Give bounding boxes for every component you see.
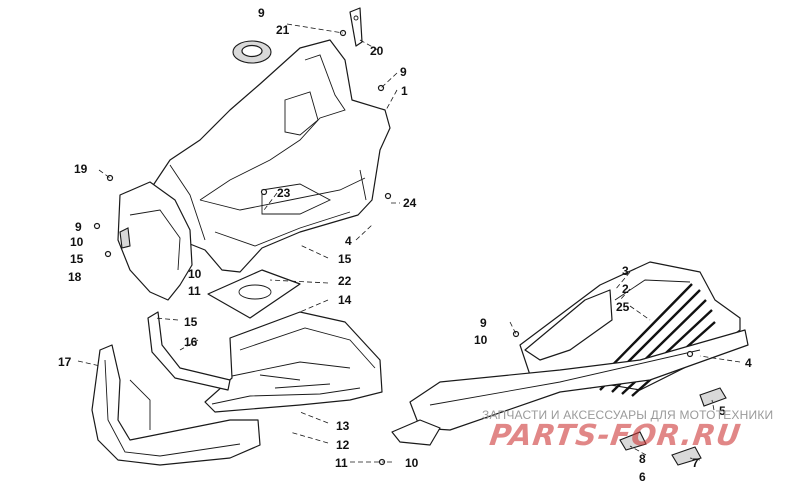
callout-22: 22 [338,274,352,288]
callout-15: 15 [184,315,198,329]
leader-lines [77,23,741,463]
callout-15: 15 [70,252,84,266]
callout-4: 4 [745,356,752,370]
front-bumper-part [91,344,261,466]
callout-10: 10 [188,267,202,281]
callout-14: 14 [338,293,352,307]
callout-labels: 9 21 20 9 1 19 23 24 9 10 4 15 15 18 10 … [58,6,752,484]
callout-17: 17 [58,355,72,369]
lower-center-pan-part [204,311,383,413]
bracket-part [349,7,363,47]
callout-10: 10 [70,235,84,249]
callout-15: 15 [338,252,352,266]
callout-11: 11 [188,284,201,298]
callout-9: 9 [400,65,407,79]
grommet-ring-part [232,40,272,64]
watermark-logo: PARTS-FOR.RU [487,418,744,452]
callout-21: 21 [276,23,290,37]
watermark-caption: ЗАПЧАСТИ И АКСЕССУАРЫ ДЛЯ МОТОТЕХНИКИ [482,408,774,422]
callout-1: 1 [401,84,408,98]
callout-13: 13 [336,419,350,433]
callout-10: 10 [474,333,488,347]
callout-23: 23 [277,186,291,200]
callout-7: 7 [692,456,699,470]
callout-10: 10 [405,456,419,470]
curved-strip-part [147,311,231,391]
callout-9: 9 [258,6,265,20]
callout-2: 2 [622,282,629,296]
callout-12: 12 [336,438,350,452]
callout-25: 25 [616,300,630,314]
callout-9: 9 [75,220,82,234]
upper-belly-pan-part [149,39,391,273]
callout-6: 6 [639,470,646,484]
callout-24: 24 [403,196,417,210]
callout-3: 3 [622,264,629,278]
fastener-icons [93,29,694,466]
callout-4: 4 [345,234,352,248]
callout-5: 5 [719,404,726,418]
callout-18: 18 [68,270,82,284]
left-side-panel-part [117,181,193,301]
pad-parts [619,387,727,466]
callout-11: 11 [335,456,348,470]
callout-9: 9 [480,316,487,330]
callout-19: 19 [74,162,88,176]
callout-20: 20 [370,44,384,58]
callout-16: 16 [184,335,198,349]
callout-8: 8 [639,452,646,466]
skid-plate-part [207,269,301,319]
running-board-rail-part [391,329,749,446]
